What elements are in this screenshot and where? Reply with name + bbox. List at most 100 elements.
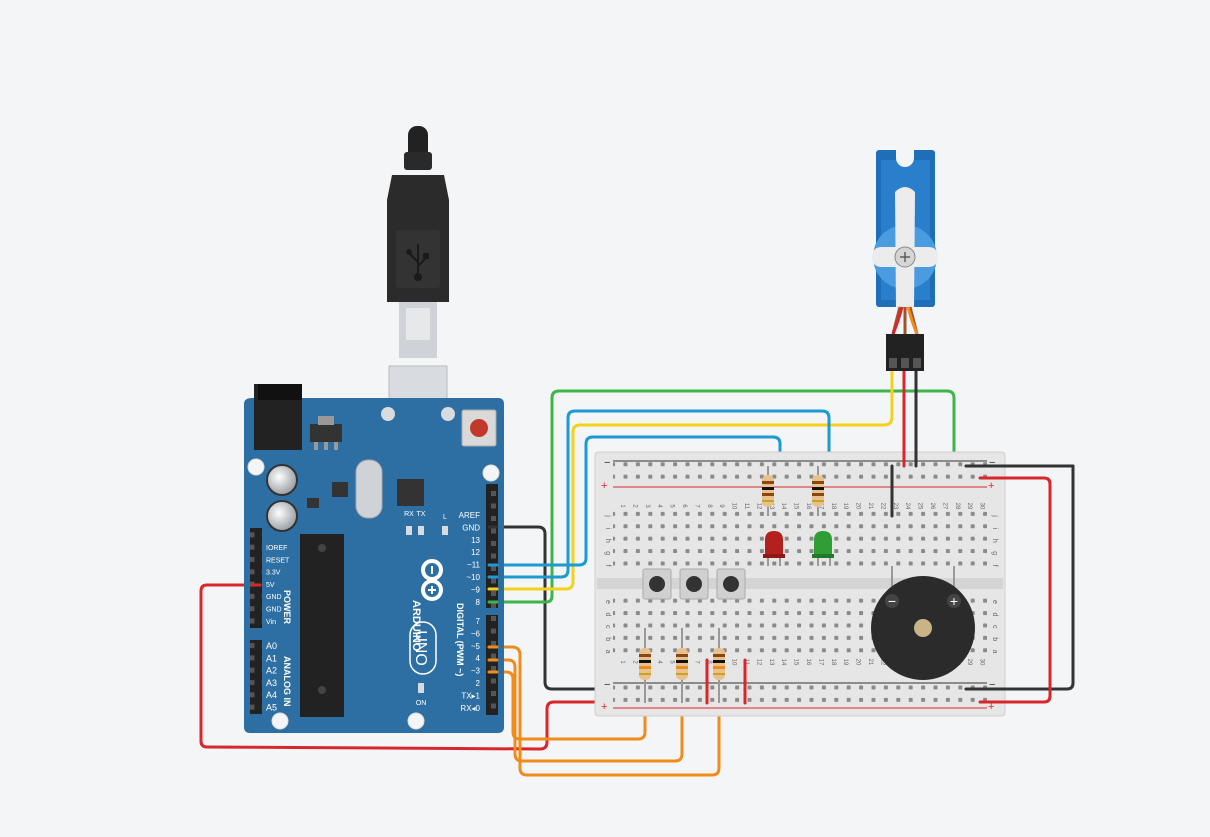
plus-screw-icon bbox=[900, 252, 910, 262]
analog-pin-label: A4 bbox=[266, 690, 277, 700]
row-letter: j bbox=[604, 514, 611, 517]
column-number: 28 bbox=[954, 503, 960, 510]
led-resistors bbox=[762, 466, 824, 516]
push-buttons bbox=[642, 568, 746, 600]
row-letter: a bbox=[991, 650, 998, 654]
column-number: 13 bbox=[768, 659, 774, 666]
column-number: 22 bbox=[879, 503, 885, 510]
row-letter: e bbox=[991, 600, 998, 604]
digital-pin-label: ~10 bbox=[466, 573, 480, 582]
led-green bbox=[812, 531, 834, 566]
digital-pin-label: ~9 bbox=[471, 585, 481, 594]
column-number: 19 bbox=[842, 503, 848, 510]
row-letter: a bbox=[604, 650, 611, 654]
digital-pin-label: RX◂0 bbox=[460, 704, 480, 713]
digital-pin-label: TX▸1 bbox=[461, 691, 480, 700]
digital-pin-label: GND bbox=[462, 523, 480, 532]
column-number: 10 bbox=[731, 659, 737, 666]
analog-pin-label: A0 bbox=[266, 641, 277, 651]
push-button[interactable] bbox=[716, 568, 746, 600]
column-number: 9 bbox=[718, 504, 724, 508]
column-number: 6 bbox=[681, 504, 687, 508]
push-button[interactable] bbox=[679, 568, 709, 600]
buzzer-minus-label: − bbox=[888, 593, 896, 609]
wire-pin3 bbox=[493, 670, 647, 741]
power-pin-label: 3.3V bbox=[266, 570, 281, 577]
column-number: 3 bbox=[644, 504, 650, 508]
on-led-label: ON bbox=[416, 700, 427, 707]
digital-title: DIGITAL (PWM ~) bbox=[455, 603, 465, 676]
row-letter: d bbox=[604, 612, 611, 616]
l-led-label: L bbox=[443, 514, 447, 521]
analog-pin-label: A2 bbox=[266, 666, 277, 676]
column-number: 15 bbox=[793, 659, 799, 666]
column-number: 4 bbox=[656, 504, 662, 508]
column-number: 17 bbox=[817, 659, 823, 666]
column-number: 16 bbox=[805, 659, 811, 666]
row-letter: g bbox=[604, 551, 611, 555]
analog-pin-label: A3 bbox=[266, 678, 277, 688]
column-number: 23 bbox=[892, 503, 898, 510]
row-letter: d bbox=[991, 612, 998, 616]
row-letter: h bbox=[991, 539, 998, 543]
micro-servo bbox=[872, 149, 938, 371]
buzzer-plus-label: + bbox=[950, 593, 958, 609]
analog-title: ANALOG IN bbox=[282, 656, 292, 707]
arduino-uno-board: RX TX L ON ARDUINO UNO IOREFRESET3.3V5VG… bbox=[244, 384, 504, 733]
rail-plus-label: + bbox=[601, 480, 607, 492]
digital-pin-label: ~11 bbox=[467, 561, 481, 570]
rail-minus-label: − bbox=[604, 457, 610, 469]
column-number: 15 bbox=[793, 503, 799, 510]
row-letter: i bbox=[991, 528, 998, 530]
wires bbox=[199, 368, 956, 777]
column-number: 25 bbox=[917, 503, 923, 510]
column-number: 12 bbox=[755, 659, 761, 666]
push-button[interactable] bbox=[642, 568, 672, 600]
power-title: POWER bbox=[282, 590, 292, 625]
column-number: 1 bbox=[619, 660, 625, 664]
usb-icon bbox=[406, 244, 429, 281]
column-number: 8 bbox=[706, 504, 712, 508]
column-number: 11 bbox=[743, 503, 749, 510]
wire-gnd bbox=[493, 525, 623, 691]
column-number: 2 bbox=[631, 504, 637, 508]
rail-minus-label: − bbox=[989, 457, 995, 469]
digital-pin-label: AREF bbox=[459, 511, 480, 520]
wire-pin8 bbox=[493, 389, 956, 604]
row-letter: c bbox=[604, 625, 611, 629]
resistor bbox=[812, 466, 824, 516]
column-number: 20 bbox=[855, 659, 861, 666]
column-number: 4 bbox=[656, 660, 662, 664]
analog-pin-label: A5 bbox=[266, 703, 277, 713]
column-number: 20 bbox=[855, 503, 861, 510]
column-number: 24 bbox=[904, 503, 910, 510]
power-pin-label: RESET bbox=[266, 557, 290, 564]
column-number: 21 bbox=[867, 503, 873, 510]
digital-pin-label: 8 bbox=[476, 598, 481, 607]
row-letter: f bbox=[604, 565, 611, 567]
digital-pin-label: 4 bbox=[476, 654, 481, 663]
power-pin-label: Vin bbox=[266, 619, 276, 626]
resistor bbox=[713, 628, 725, 703]
row-letter: h bbox=[604, 539, 611, 543]
power-pin-label: GND bbox=[266, 607, 282, 614]
column-number: 5 bbox=[669, 504, 675, 508]
digital-pin-label: ~6 bbox=[471, 629, 481, 638]
wire-pin5 bbox=[493, 645, 721, 777]
wire-5v bbox=[199, 583, 623, 751]
wire-pin11 bbox=[493, 435, 782, 567]
wire-pin10 bbox=[493, 409, 831, 579]
row-letter: g bbox=[991, 551, 998, 555]
wire-pin9 bbox=[493, 368, 894, 591]
column-number: 5 bbox=[669, 660, 675, 664]
rail-plus-label: + bbox=[601, 701, 607, 713]
column-number: 14 bbox=[780, 503, 786, 510]
arduino-brand: ARDUINO bbox=[410, 600, 422, 652]
button-resistors bbox=[639, 628, 725, 703]
rail-minus-label: − bbox=[989, 679, 995, 691]
rail-plus-label: + bbox=[988, 480, 994, 492]
column-number: 30 bbox=[979, 503, 985, 510]
digital-pin-label: ~3 bbox=[471, 667, 481, 676]
column-number: 22 bbox=[879, 659, 885, 666]
